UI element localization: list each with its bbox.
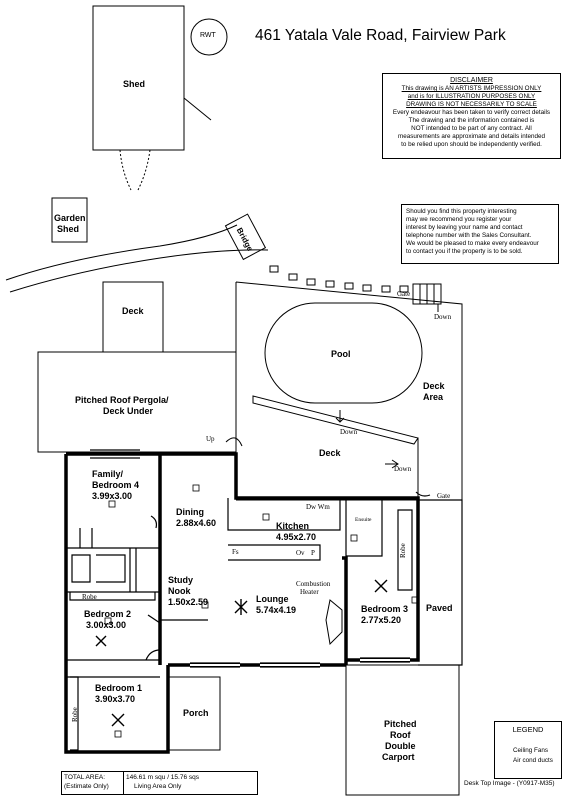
page-title: 461 Yatala Vale Road, Fairview Park (255, 27, 506, 44)
deck-diagonal-edge (252, 395, 419, 445)
disclaimer-line: The drawing and the information containe… (408, 117, 535, 124)
legend-title: LEGEND (512, 725, 544, 734)
stepping-stones (269, 265, 409, 293)
up-label: Up (206, 435, 215, 443)
interest-box: Should you find this property interestin… (401, 204, 559, 264)
down-label-2: Down (340, 428, 358, 436)
garden-shed-label-2: Shed (57, 224, 80, 234)
porch-label: Porch (183, 708, 209, 718)
interest-line: Should you find this property interestin… (406, 208, 517, 215)
interest-line: telephone number with the Sales Consulta… (406, 232, 532, 239)
bridge (224, 213, 267, 261)
ov-label: Ov (296, 549, 305, 557)
total-area-box: TOTAL AREA: (Estimate Only) 146.61 m squ… (61, 771, 258, 795)
robe-b2-label: Robe (82, 593, 97, 601)
robe-b1-label: Robe (71, 707, 79, 722)
total-area-value: 146.61 m squ / 15.76 sqs (126, 774, 199, 781)
garden-shed-label-1: Garden (54, 213, 86, 223)
study-label-1: Study (168, 575, 194, 585)
bed3-label: Bedroom 3 (361, 604, 409, 614)
disclaimer-line: This drawing is AN ARTISTS IMPRESSION ON… (401, 85, 542, 92)
bed1-label: Bedroom 1 (95, 683, 143, 693)
carport-label-1: Pitched (384, 719, 417, 729)
carport-label-3: Double (385, 741, 416, 751)
robe-b3-label: Robe (399, 543, 407, 558)
porch-outline (167, 676, 221, 751)
garden-shed-outline (51, 197, 88, 243)
carport-outline (345, 664, 460, 796)
legend-label-ducts: Air cond ducts (513, 757, 553, 764)
study-label-2: Nook (168, 586, 191, 596)
estimate-label: (Estimate Only) (64, 783, 109, 790)
ensuite-label: Ensuite (355, 517, 372, 523)
image-reference: Desk Top Image - (Y0917-M35) (464, 780, 555, 787)
legend-label-fans: Ceiling Fans (513, 747, 548, 754)
shed-door (119, 149, 151, 191)
carport-label-2: Roof (390, 730, 411, 740)
dw-wm-label: Dw Wm (306, 503, 330, 511)
pergola-label-2: Deck Under (103, 406, 154, 416)
interest-line: may we recommend you register your (406, 216, 512, 223)
study-size: 1.50x2.59 (168, 597, 209, 607)
rwt-label: RWT (200, 32, 216, 39)
creek-line-lower (9, 249, 269, 293)
paved-label: Paved (426, 603, 453, 613)
gate-top-label: Gate (397, 290, 411, 298)
bed1-size: 3.90x3.70 (95, 694, 136, 704)
gate-right-label: Gate (437, 492, 451, 500)
disclaimer-line: DRAWING IS NOT NECESSARILY TO SCALE (406, 101, 537, 108)
dining-label: Dining (176, 507, 204, 517)
deck-area-label-2: Area (423, 392, 444, 402)
lounge-label: Lounge (256, 594, 289, 604)
legend-box: LEGEND Ceiling Fans Air cond ducts (494, 721, 562, 779)
pergola-label-1: Pitched Roof Pergola/ (75, 395, 169, 405)
disclaimer-line: to be relied upon should be independentl… (401, 141, 542, 148)
air-duct-icons (104, 484, 419, 738)
disclaimer-line: measurements are approximate and details… (397, 133, 545, 140)
interior-walls (66, 449, 463, 796)
disclaimer-line: NOT intended to be part of any contract.… (411, 125, 532, 132)
deck-top-outline (102, 281, 164, 353)
bed2-size: 3.00x3.00 (86, 620, 127, 630)
deck-area-label-1: Deck (423, 381, 445, 391)
family-size: 3.99x3.00 (92, 491, 133, 501)
deck-label: Deck (319, 448, 341, 458)
deck-top-label: Deck (122, 306, 144, 316)
disclaimer-box: DISCLAIMER This drawing is AN ARTISTS IM… (382, 73, 561, 159)
deck-area-boundary (235, 281, 463, 501)
combustion-heater (325, 599, 343, 646)
interest-line: We would be pleased to make every endeav… (406, 240, 539, 247)
shed-outline (92, 5, 185, 151)
gate-steps (412, 283, 442, 305)
p-label: P (311, 549, 315, 557)
kitchen-size: 4.95x2.70 (276, 532, 317, 542)
interest-line: to contact you if the property is to be … (406, 248, 523, 255)
creek-line-upper (5, 224, 238, 281)
pool-outline (264, 302, 423, 404)
total-area-label: TOTAL AREA: (64, 774, 106, 781)
fs-label: Fs (232, 548, 239, 556)
shed-label: Shed (123, 79, 146, 89)
disclaimer-heading: DISCLAIMER (450, 77, 493, 84)
family-label-2: Bedroom 4 (92, 480, 140, 490)
rainwater-tank (190, 18, 228, 56)
lounge-size: 5.74x4.19 (256, 605, 297, 615)
down-label-1: Down (434, 313, 452, 321)
kitchen-label: Kitchen (276, 521, 310, 531)
bed3-size: 2.77x5.20 (361, 615, 402, 625)
combustion-label-2: Heater (300, 588, 319, 596)
down-label-3: Down (394, 465, 412, 473)
disclaimer-line: and is for ILLUSTRATION PURPOSES ONLY (407, 93, 536, 100)
dining-size: 2.88x4.60 (176, 518, 217, 528)
carport-label-4: Carport (382, 752, 415, 762)
living-area-label: Living Area Only (134, 783, 182, 790)
bed2-label: Bedroom 2 (84, 609, 132, 619)
disclaimer-line: Every endeavour has been taken to verify… (392, 109, 551, 116)
combustion-label-1: Combustion (296, 580, 331, 588)
interest-line: interest by leaving your name and contac… (406, 224, 523, 231)
pool-label: Pool (331, 349, 351, 359)
family-label-1: Family/ (92, 469, 124, 479)
